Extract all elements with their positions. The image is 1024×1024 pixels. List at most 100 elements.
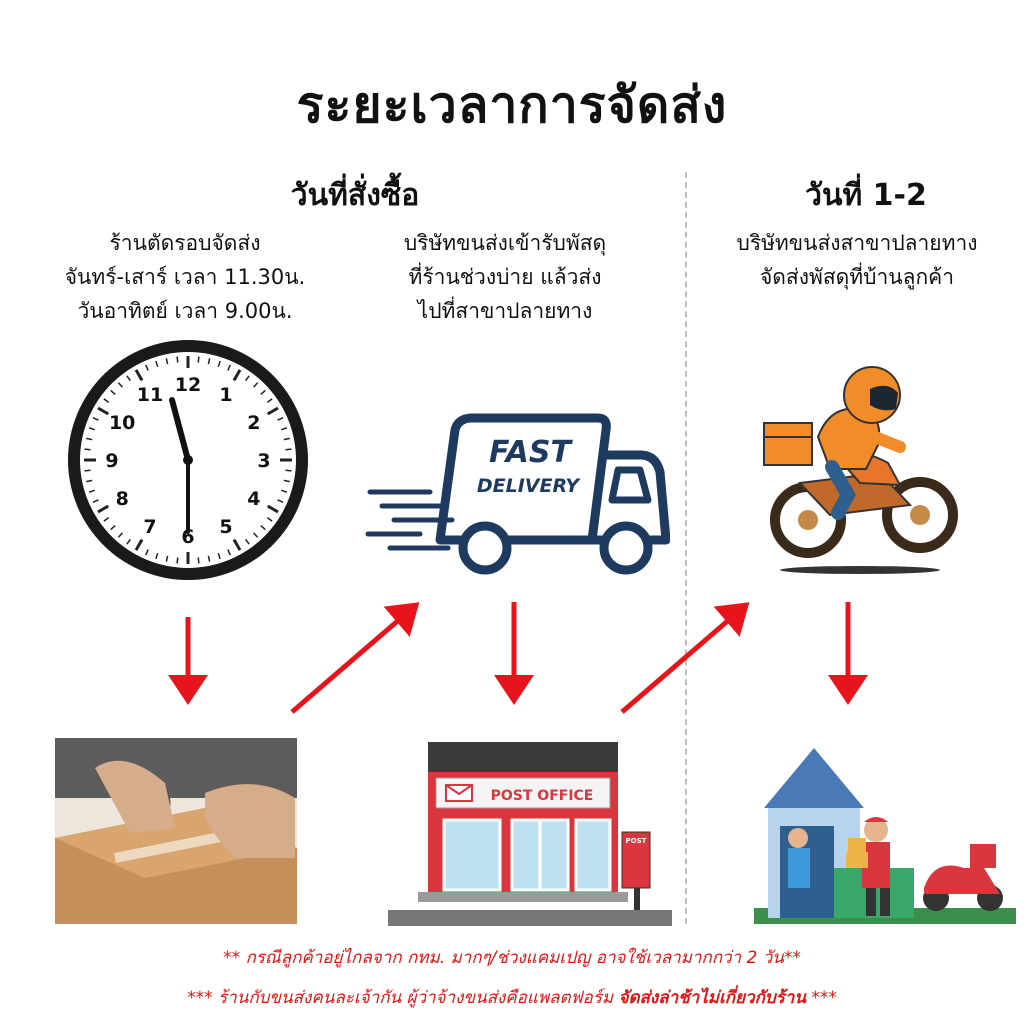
heading-order-day: วันที่สั่งซื้อ xyxy=(290,178,420,213)
clock-numeral: 3 xyxy=(257,450,270,472)
clock-tick xyxy=(126,538,132,545)
cutoff-description: ร้านตัดรอบจัดส่ง จันทร์-เสาร์ เวลา 11.30… xyxy=(0,226,370,328)
clock-tick xyxy=(86,479,93,483)
footnote-suffix: *** xyxy=(805,988,837,1008)
clock-tick xyxy=(266,398,273,404)
clock-tick xyxy=(217,552,221,560)
footnote-emphasis: จัดส่งล่าช้าไม่เกี่ยวกับร้าน xyxy=(618,988,806,1008)
clock-tick xyxy=(176,356,179,363)
clock-tick xyxy=(97,406,110,416)
clock-numeral: 2 xyxy=(247,412,260,434)
clock-tick xyxy=(97,504,110,514)
clock-tick xyxy=(266,516,273,522)
clock-tick xyxy=(92,499,99,503)
footnote-carrier-disclaimer: *** ร้านกับขนส่งคนละเจ้ากัน ผู้ว่าจ้างขน… xyxy=(0,984,1024,1011)
post-office-icon: POST OFFICE POST xyxy=(388,742,672,926)
clock-tick xyxy=(145,549,149,556)
clock-tick xyxy=(277,499,284,503)
clock-tick xyxy=(88,489,96,493)
clock-tick xyxy=(110,525,116,531)
pickup-line: ที่ร้านช่วงบ่าย แล้วส่ง xyxy=(408,265,602,289)
clock-tick xyxy=(285,448,292,451)
clock-tick xyxy=(244,538,250,545)
clock-tick xyxy=(266,406,279,416)
clock-tick xyxy=(260,389,266,395)
clock-numeral: 12 xyxy=(175,374,201,396)
clock-numeral: 1 xyxy=(219,384,232,406)
pickup-description: บริษัทขนส่งเข้ารับพัสดุ ที่ร้านช่วงบ่าย … xyxy=(340,226,670,328)
fast-delivery-truck-icon: FAST DELIVERY xyxy=(365,413,670,575)
clock-numeral: 11 xyxy=(137,384,163,406)
mailbox-label: POST xyxy=(626,837,647,845)
clock-numeral: 10 xyxy=(109,412,135,434)
clock-tick xyxy=(176,557,179,564)
clock-tick xyxy=(86,437,93,441)
clock-tick xyxy=(217,360,221,368)
truck-text-delivery: DELIVERY xyxy=(477,475,581,497)
clock-numeral: 4 xyxy=(247,488,260,510)
arrow-up-to-rider xyxy=(620,602,750,714)
clock-tick xyxy=(283,437,290,441)
clock-tick xyxy=(280,427,288,431)
clock-tick xyxy=(207,555,211,562)
clock-tick xyxy=(134,538,144,551)
clock-tick xyxy=(92,417,99,421)
day-divider xyxy=(685,172,687,924)
clock-tick xyxy=(134,369,144,382)
heading-day-1-2: วันที่ 1-2 xyxy=(805,178,927,213)
clock-tick xyxy=(84,448,91,451)
clock-tick xyxy=(283,479,290,483)
packing-box-image xyxy=(55,738,297,924)
clock-tick xyxy=(227,549,231,556)
clock-tick xyxy=(207,358,211,365)
delivery-line: บริษัทขนส่งสาขาปลายทาง xyxy=(736,231,978,255)
delivery-line: จัดส่งพัสดุที่บ้านลูกค้า xyxy=(759,265,955,289)
clock-tick xyxy=(266,504,279,514)
clock-numeral: 7 xyxy=(143,516,156,538)
pickup-line: บริษัทขนส่งเข้ารับพัสดุ xyxy=(403,231,607,255)
clock-tick xyxy=(280,489,288,493)
clock-tick xyxy=(155,552,159,560)
clock-tick xyxy=(232,538,242,551)
clock-tick xyxy=(155,360,159,368)
arrow-up-to-truck xyxy=(290,602,420,714)
footnote-remote-area: ** กรณีลูกค้าอยู่ไกลจาก กทม. มากๆ/ช่วงแค… xyxy=(223,948,801,968)
motorcycle-rider-icon xyxy=(763,366,958,574)
footnote-prefix: *** ร้านกับขนส่งคนละเจ้ากัน ผู้ว่าจ้างขน… xyxy=(187,988,619,1008)
clock-tick xyxy=(117,532,123,538)
clock-tick xyxy=(277,417,284,421)
delivery-description: บริษัทขนส่งสาขาปลายทาง จัดส่งพัสดุที่บ้า… xyxy=(690,226,1024,294)
clock-tick xyxy=(110,389,116,395)
clock-tick xyxy=(244,375,250,382)
post-office-sign: POST OFFICE xyxy=(491,788,594,804)
clock-numeral: 8 xyxy=(116,488,129,510)
clock-tick xyxy=(145,364,149,371)
truck-text-fast: FAST xyxy=(489,435,573,470)
clock-tick xyxy=(197,557,200,564)
cutoff-line: ร้านตัดรอบจัดส่ง xyxy=(109,231,261,255)
pickup-line: ไปที่สาขาปลายทาง xyxy=(417,299,593,323)
clock-tick xyxy=(260,525,266,531)
clock-tick xyxy=(232,369,242,382)
clock-tick xyxy=(227,364,231,371)
clock-numeral: 6 xyxy=(181,526,194,548)
clock-tick xyxy=(253,532,259,538)
clock-tick xyxy=(197,356,200,363)
page-title: ระยะเวลาการจัดส่ง xyxy=(296,76,728,134)
clock-tick xyxy=(103,516,110,522)
clock-tick xyxy=(165,358,169,365)
clock-numeral: 5 xyxy=(219,516,232,538)
clock-tick xyxy=(285,469,292,472)
clock-numeral: 9 xyxy=(105,450,118,472)
clock-tick xyxy=(253,382,259,388)
clock-hour-hand xyxy=(169,397,191,463)
cutoff-line: วันอาทิตย์ เวลา 9.00น. xyxy=(77,299,293,323)
clock-tick xyxy=(126,375,132,382)
cutoff-line: จันทร์-เสาร์ เวลา 11.30น. xyxy=(64,265,306,289)
clock-tick xyxy=(103,398,110,404)
clock-tick xyxy=(117,382,123,388)
clock-tick xyxy=(84,469,91,472)
clock-tick xyxy=(165,555,169,562)
house-delivery-icon xyxy=(754,748,1016,924)
